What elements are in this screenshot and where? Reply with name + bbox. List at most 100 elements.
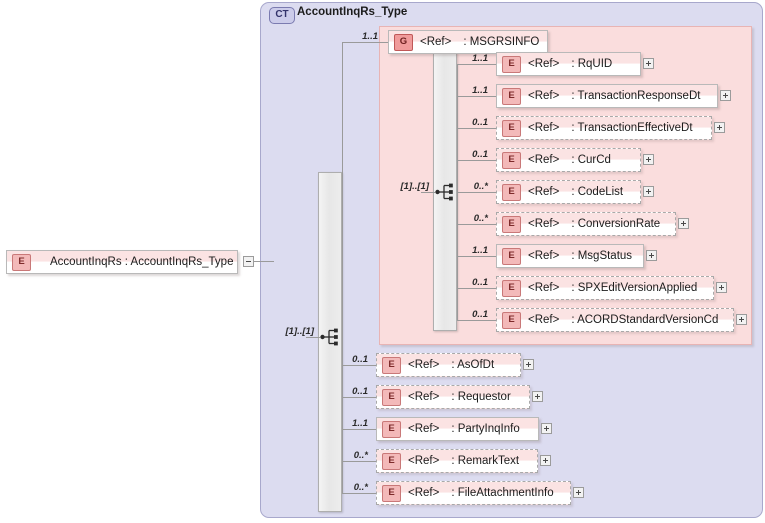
group-ref-node[interactable]: G<Ref>: MSGRSINFO xyxy=(388,30,548,54)
cardinality-label: 1..1 xyxy=(352,418,368,429)
cardinality-label: [1]..[1] xyxy=(285,326,315,337)
connector-line xyxy=(342,42,388,43)
connector-line xyxy=(342,397,376,398)
complextype-icon: CT xyxy=(269,7,295,24)
node-name-label: : TransactionEffectiveDt xyxy=(571,122,693,134)
connector-line xyxy=(457,96,496,97)
connector-line xyxy=(457,192,496,193)
type-child-node[interactable]: E <Ref> : Requestor xyxy=(376,385,530,409)
cardinality-label: 1..1 xyxy=(472,85,488,96)
group-child-node[interactable]: E<Ref>: TransactionResponseDt xyxy=(496,84,718,108)
element-icon: E xyxy=(502,215,521,233)
expand-toggle[interactable] xyxy=(678,218,689,229)
node-ref-label: <Ref> xyxy=(528,314,560,326)
type-child-node[interactable]: E<Ref>: RemarkText xyxy=(376,449,538,473)
node-name-label: : Requestor xyxy=(451,391,511,403)
group-child-node[interactable]: E <Ref> : RqUID xyxy=(496,52,641,76)
node-ref-label: <Ref> xyxy=(528,282,560,294)
type-child-node[interactable]: E<Ref>: AsOfDt xyxy=(376,353,521,377)
complextype-title: AccountInqRs_Type xyxy=(297,6,408,18)
element-icon: E xyxy=(502,247,521,265)
cardinality-label: 0..* xyxy=(473,181,488,192)
connector-line xyxy=(457,288,496,289)
connector-line xyxy=(342,429,376,430)
node-name-label: : MsgStatus xyxy=(571,250,633,262)
cardinality-label: 1..1 xyxy=(472,53,488,64)
node-ref-label: <Ref> xyxy=(408,391,440,403)
element-icon: E xyxy=(382,452,401,470)
connector-line xyxy=(342,461,376,462)
element-icon: E xyxy=(12,253,31,271)
expand-toggle[interactable] xyxy=(532,391,543,402)
expand-toggle[interactable] xyxy=(646,250,657,261)
type-child-node[interactable]: E<Ref>: PartyInqInfo xyxy=(376,417,539,441)
group-icon: G xyxy=(394,33,413,51)
group-child-node[interactable]: E<Ref>: CodeList xyxy=(496,180,641,204)
cardinality-label: 0..* xyxy=(473,213,488,224)
connector-line xyxy=(457,320,496,321)
expand-toggle[interactable] xyxy=(523,359,534,370)
expand-toggle[interactable] xyxy=(541,423,552,434)
node-name-label: AccountInqRs : AccountInqRs_Type xyxy=(50,256,234,268)
node-name-label: : ACORDStandardVersionCd xyxy=(571,314,719,326)
connector-line xyxy=(421,192,435,193)
expand-toggle[interactable] xyxy=(716,282,727,293)
connector-line xyxy=(342,493,376,494)
element-icon: E xyxy=(502,151,521,169)
group-child-node[interactable]: E<Ref>: MsgStatus xyxy=(496,244,644,268)
element-icon: E xyxy=(502,55,521,73)
element-icon: E xyxy=(382,484,401,502)
connector-line xyxy=(254,261,274,262)
node-ref-label: <Ref> xyxy=(528,186,560,198)
element-icon: E xyxy=(502,87,521,105)
connector-line xyxy=(457,64,458,320)
connector-line xyxy=(342,42,343,337)
connector-line xyxy=(306,337,320,338)
node-name-label: : PartyInqInfo xyxy=(451,423,520,435)
connector-line xyxy=(457,128,496,129)
expand-toggle[interactable] xyxy=(540,455,551,466)
expand-toggle[interactable] xyxy=(643,186,654,197)
node-ref-label: <Ref> xyxy=(408,423,440,435)
node-name-label: : FileAttachmentInfo xyxy=(451,487,554,499)
expand-toggle[interactable] xyxy=(573,487,584,498)
group-child-node[interactable]: E<Ref>: CurCd xyxy=(496,148,641,172)
expand-toggle[interactable] xyxy=(720,90,731,101)
group-child-node[interactable]: E<Ref>: ConversionRate xyxy=(496,212,676,236)
element-icon: E xyxy=(502,119,521,137)
node-name-label: : MSGRSINFO xyxy=(463,36,540,48)
group-sequence-icon[interactable] xyxy=(435,182,457,202)
connector-line xyxy=(457,256,496,257)
group-child-node[interactable]: E <Ref> : TransactionEffectiveDt xyxy=(496,116,712,140)
group-child-node[interactable]: E <Ref> : SPXEditVersionApplied xyxy=(496,276,714,300)
node-ref-label: <Ref> xyxy=(408,455,440,467)
outer-sequence-icon[interactable] xyxy=(320,327,342,347)
type-child-node[interactable]: E <Ref> : FileAttachmentInfo xyxy=(376,481,571,505)
expand-toggle[interactable] xyxy=(736,314,747,325)
node-name-label: : RqUID xyxy=(571,58,613,70)
cardinality-label: 0..* xyxy=(353,450,368,461)
outer-sequence-bar[interactable] xyxy=(318,172,342,512)
node-ref-label: <Ref> xyxy=(408,359,440,371)
node-ref-label: <Ref> xyxy=(528,154,560,166)
node-ref-label: <Ref> xyxy=(408,487,440,499)
node-ref-label: <Ref> xyxy=(528,58,560,70)
node-name-label: : SPXEditVersionApplied xyxy=(571,282,698,294)
node-ref-label: <Ref> xyxy=(528,90,560,102)
expand-toggle[interactable] xyxy=(643,154,654,165)
expand-toggle[interactable] xyxy=(714,122,725,133)
connector-line xyxy=(342,365,376,366)
element-icon: E xyxy=(382,388,401,406)
element-icon: E xyxy=(502,279,521,297)
node-name-label: : AsOfDt xyxy=(451,359,495,371)
cardinality-label: 0..1 xyxy=(472,277,488,288)
root-element-node[interactable]: E AccountInqRs : AccountInqRs_Type xyxy=(6,250,238,274)
connector-line xyxy=(457,224,496,225)
node-name-label: : CodeList xyxy=(571,186,624,198)
cardinality-label: 0..1 xyxy=(472,117,488,128)
expand-toggle[interactable] xyxy=(643,58,654,69)
root-collapse-toggle[interactable] xyxy=(243,256,254,267)
group-child-node[interactable]: E<Ref>: ACORDStandardVersionCd xyxy=(496,308,734,332)
node-ref-label: <Ref> xyxy=(528,122,560,134)
